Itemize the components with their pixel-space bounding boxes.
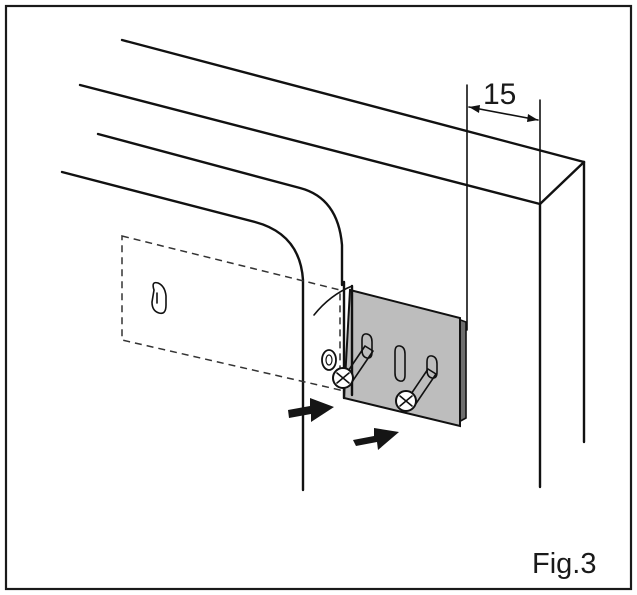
dimension-label: 15 xyxy=(483,78,516,111)
push-arrow-left xyxy=(288,398,334,422)
screw-right xyxy=(395,368,437,412)
mounting-bracket xyxy=(313,280,467,428)
push-arrow-right xyxy=(353,428,399,450)
cabinet-panel xyxy=(78,38,586,489)
bracket-plate xyxy=(342,288,461,428)
appliance-body xyxy=(60,132,344,492)
screw-left xyxy=(332,345,374,389)
figure-border xyxy=(4,4,633,591)
dimension-marker: 15 xyxy=(466,78,541,331)
screw-hole xyxy=(321,349,337,371)
figure-caption: Fig.3 xyxy=(532,548,596,580)
hidden-bracket-outline xyxy=(121,235,341,391)
